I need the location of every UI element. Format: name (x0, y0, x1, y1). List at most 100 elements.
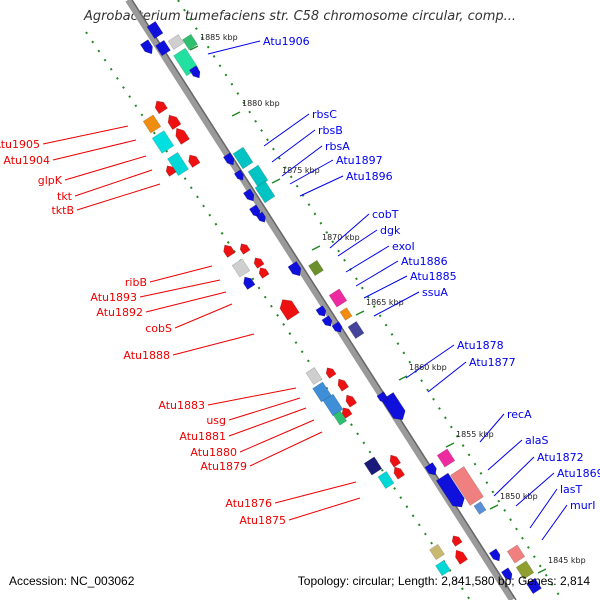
gene-arrow (321, 315, 333, 327)
leader-line (64, 155, 147, 181)
gene-feature (429, 543, 445, 561)
gene-feature (308, 259, 324, 277)
gene-feature (233, 169, 244, 181)
gene-label-atu1896: Atu1896 (346, 170, 393, 183)
track-lines (85, 0, 563, 600)
gene-feature (232, 146, 254, 170)
kbp-tick-mark (189, 45, 199, 51)
gene-label-rbsb: rbsB (318, 124, 343, 137)
leader-line (363, 275, 408, 299)
gene-box (231, 258, 251, 278)
kbp-tick-label: 1885 kbp (200, 33, 238, 42)
gene-labels: Atu1906rbsCrbsBrbsAAtu1897Atu1896cobTdgk… (0, 35, 600, 527)
gene-box (328, 288, 348, 308)
leader-line (345, 245, 390, 273)
gene-feature (328, 288, 348, 308)
backbone-edge (131, 0, 517, 600)
gene-arrow (242, 188, 255, 202)
gene-box (506, 544, 526, 564)
gene-label-atu1883: Atu1883 (158, 399, 205, 412)
gene-feature (243, 276, 256, 290)
gene-arrow (451, 535, 463, 547)
gene-label-cobt: cobT (372, 208, 399, 221)
gene-feature (455, 549, 469, 565)
leader-line (329, 213, 370, 249)
gene-feature (151, 130, 175, 154)
gene-label-atu1877: Atu1877 (469, 356, 516, 369)
gene-box (436, 448, 456, 468)
gene-label-alas: alaS (525, 434, 549, 447)
gene-label-usg: usg (206, 414, 226, 427)
gene-feature (165, 165, 177, 177)
gene-label-last: lasT (560, 483, 583, 496)
topology-text: Topology: circular; Length: 2,841,580 bp… (297, 574, 590, 588)
gene-label-atu1888: Atu1888 (123, 349, 170, 362)
gene-feature (424, 462, 437, 476)
inner-tick-track (85, 31, 471, 600)
kbp-tick-label: 1870 kbp (322, 233, 360, 242)
gene-feature (242, 188, 255, 202)
leader-line (541, 504, 568, 541)
kbp-tick-mark (355, 310, 365, 316)
gene-arrow (341, 407, 353, 419)
gene-arrow (154, 100, 168, 115)
gene-feature (451, 535, 463, 547)
gene-arrow (253, 257, 265, 269)
gene-feature (436, 448, 456, 468)
gene-label-rbsc: rbsC (312, 108, 337, 121)
gene-feature (341, 407, 353, 419)
leader-line (228, 407, 307, 437)
gene-feature (255, 211, 266, 223)
gene-feature (315, 305, 327, 317)
leader-line (289, 159, 334, 185)
gene-label-reca: recA (507, 408, 532, 421)
gene-label-atu1879: Atu1879 (200, 460, 247, 473)
gene-feature (488, 548, 501, 562)
leader-line (299, 175, 344, 197)
gene-arrow (167, 114, 182, 131)
gene-feature (332, 410, 348, 426)
gene-label-atu1892: Atu1892 (96, 306, 143, 319)
leader-line (281, 145, 323, 177)
gene-box (155, 39, 171, 57)
gene-arrow (424, 462, 437, 476)
gene-arrow (222, 152, 235, 166)
gene-box (450, 466, 484, 506)
gene-feature (325, 367, 337, 379)
gene-features (139, 20, 542, 595)
gene-box (435, 559, 451, 577)
gene-arrow (139, 39, 153, 55)
gene-box (308, 259, 324, 277)
kbp-tick-label: 1880 kbp (242, 99, 280, 108)
gene-arrow (325, 367, 337, 379)
gene-box (377, 470, 395, 490)
gene-feature (377, 470, 395, 490)
gene-arrow (488, 548, 501, 562)
gene-feature (339, 307, 353, 321)
gene-feature (154, 100, 168, 115)
gene-box (332, 410, 348, 426)
leader-line (42, 125, 129, 145)
gene-feature (305, 366, 323, 386)
gene-label-atu1893: Atu1893 (90, 291, 137, 304)
gene-arrow (345, 394, 358, 408)
gene-feature (347, 320, 365, 340)
gene-label-atu1885: Atu1885 (410, 270, 457, 283)
gene-label-glpk: glpK (38, 174, 63, 187)
gene-box (142, 114, 162, 134)
gene-feature (253, 257, 265, 269)
gene-feature (139, 39, 153, 55)
gene-label-atu1905: Atu1905 (0, 138, 40, 151)
gene-feature (239, 243, 251, 255)
gene-arrow (389, 454, 402, 468)
gene-feature (182, 33, 198, 51)
leader-line (405, 344, 455, 379)
gene-arrow (435, 472, 465, 508)
gene-box (347, 320, 365, 340)
gene-box (146, 20, 164, 40)
gene-box (182, 33, 198, 51)
gene-feature (321, 315, 333, 327)
leader-line (239, 419, 315, 453)
